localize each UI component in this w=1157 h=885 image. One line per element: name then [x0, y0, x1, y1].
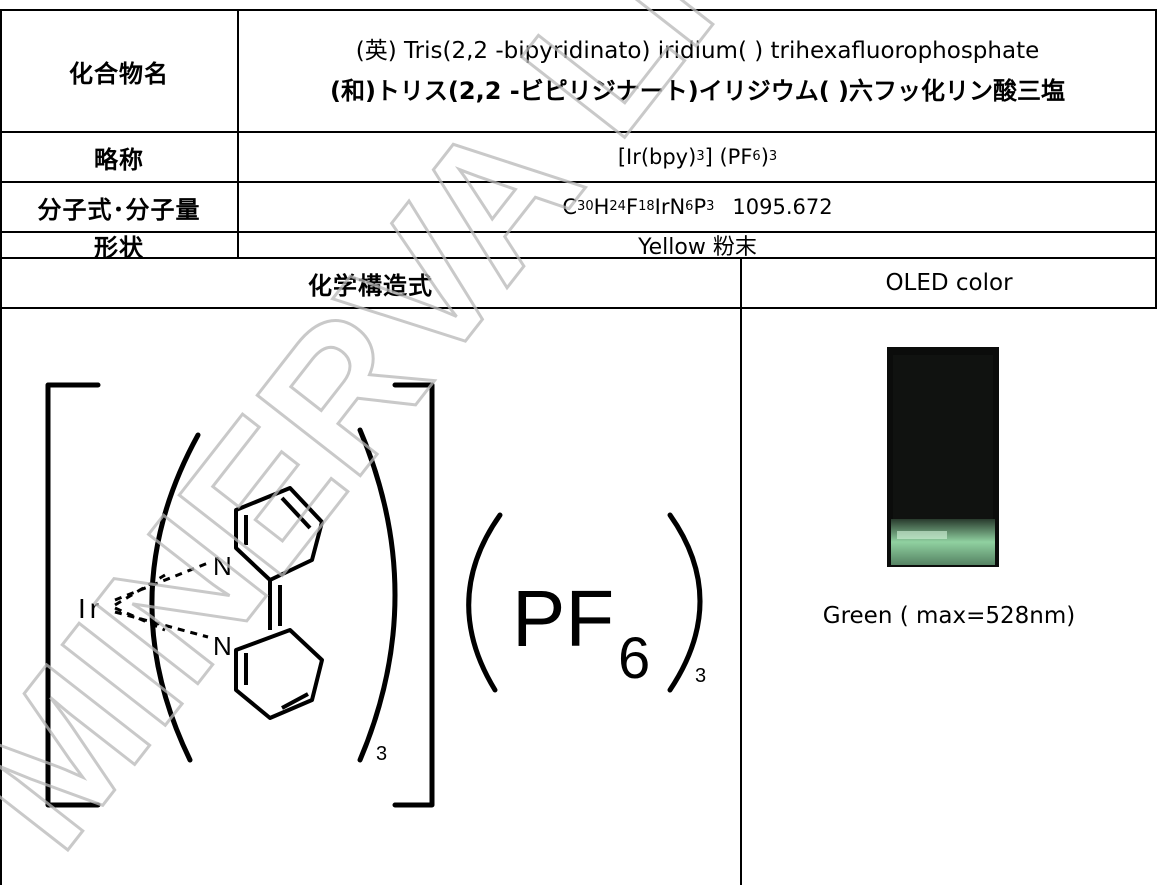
atom-ir: Ir — [78, 593, 103, 624]
coordination-bond-upper — [114, 561, 209, 602]
value-shape: Yellow 粉末 — [638, 235, 757, 260]
row-compound-name: 化合物名 (英) Tris(2,2 -bipyridinato) iridium… — [0, 10, 1157, 132]
counter-ion-subscript: 6 — [618, 626, 650, 691]
paren-pf6-left — [466, 512, 503, 693]
formula-h: H — [593, 195, 610, 219]
formula-f: F — [625, 195, 639, 219]
value-compound-name: (英) Tris(2,2 -bipyridinato) iridium( ) t… — [238, 10, 1157, 132]
formula-irn: IrN — [654, 195, 686, 219]
oled-caption: Green ( max=528nm) — [822, 603, 1076, 629]
formula-c: C — [562, 195, 578, 219]
bracket-left — [45, 382, 101, 808]
compound-name-ja: (和)トリス(2,2 -ビピリジナート)イリジウム( )六フッ化リン酸三塩 — [330, 77, 1065, 105]
atom-n-lower: N — [213, 631, 232, 661]
label-formula: 分子式･分子量 — [37, 195, 201, 224]
label-abbreviation: 略称 — [94, 145, 144, 174]
bracket-right — [392, 382, 435, 808]
subscript-outer: 3 — [695, 665, 706, 687]
header-structure: 化学構造式 — [308, 271, 433, 300]
coordination-bond-lower — [114, 610, 209, 639]
compound-name-en: (英) Tris(2,2 -bipyridinato) iridium( ) t… — [355, 38, 1040, 64]
abbr-close: ) — [760, 145, 769, 169]
pyridine-ring-lower — [234, 628, 324, 720]
atom-n-upper: N — [213, 551, 232, 581]
abbr-mid: ] (PF — [704, 145, 753, 169]
formula-p: P — [693, 195, 707, 219]
subscript-inner: 3 — [376, 743, 387, 765]
header-oled-color: OLED color — [885, 270, 1013, 296]
row-section-headers: 化学構造式 OLED color — [0, 258, 1157, 308]
counter-ion: PF — [512, 574, 614, 663]
oled-vial-photo — [887, 347, 999, 567]
label-compound-name: 化合物名 — [69, 59, 169, 88]
pyridine-ring-upper — [234, 486, 324, 582]
abbr-prefix: [Ir(bpy) — [617, 145, 697, 169]
molecular-weight: 1095.672 — [732, 195, 833, 219]
row-shape: 形状 Yellow 粉末 — [0, 232, 1157, 262]
paren-inner-right — [357, 427, 398, 763]
paren-pf6-right — [667, 512, 703, 693]
paren-inner-left — [149, 432, 201, 763]
label-shape: 形状 — [94, 233, 144, 262]
